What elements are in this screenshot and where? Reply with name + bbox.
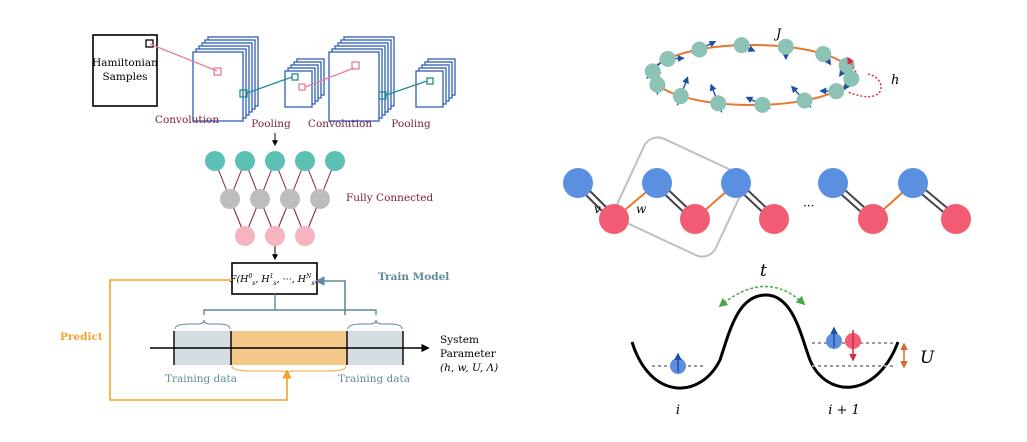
- fc-node-hidden: [220, 189, 240, 209]
- layer-label-convolution-2: Convolution: [308, 118, 372, 130]
- train-model-arrow: [315, 276, 346, 315]
- fc-node-output: [235, 226, 255, 246]
- predict-arrow: [109, 279, 292, 401]
- spin-site: [710, 95, 727, 112]
- field-loop: [847, 73, 882, 98]
- interaction-label: U: [920, 348, 935, 368]
- training-brace-left: [174, 319, 231, 330]
- site-b: [759, 204, 789, 234]
- input-window-square: [145, 39, 154, 48]
- spin-site: [691, 41, 708, 58]
- fc-node-input: [265, 151, 285, 171]
- field-label: h: [891, 73, 899, 88]
- conv2-pool-window: [378, 91, 387, 100]
- double-well-diagram: t U i i + 1: [630, 261, 935, 418]
- pool1-window: [291, 73, 299, 81]
- predict-label: Predict: [60, 331, 103, 343]
- training-brace-right: [347, 319, 403, 330]
- site-i1-label: i + 1: [828, 403, 860, 418]
- site-b: [858, 204, 888, 234]
- layer-label-pooling-1: Pooling: [251, 118, 291, 130]
- site-a: [818, 168, 848, 198]
- fc-node-input: [235, 151, 255, 171]
- fc-node-input: [205, 151, 225, 171]
- spin-site: [733, 37, 750, 54]
- spin-site: [644, 63, 661, 80]
- spin-site: [843, 70, 860, 87]
- chain-ellipsis: ···: [803, 199, 814, 213]
- site-i-label: i: [676, 403, 680, 418]
- conv2-window: [351, 61, 360, 70]
- spin-site: [672, 88, 689, 105]
- site-a: [721, 168, 751, 198]
- field-x-arrow: [847, 56, 857, 73]
- hopping-arrow: [718, 285, 806, 308]
- pool-stack-1: [284, 58, 325, 108]
- pool2-connector: [385, 80, 428, 96]
- pool2-window: [426, 77, 434, 85]
- v-label: v: [594, 202, 601, 216]
- input-label-line2: Samples: [102, 71, 147, 83]
- spin-site: [649, 76, 666, 93]
- fc-node-input: [325, 151, 345, 171]
- conv2-connector: [304, 67, 355, 88]
- training-bracket: [203, 309, 377, 315]
- conv1-connector: [149, 43, 218, 72]
- w-label: w: [636, 202, 647, 216]
- param-label-line3: (h, w, U, Λ): [440, 362, 498, 374]
- potential-curve: [630, 293, 900, 390]
- param-label-line1: System: [440, 334, 479, 346]
- ring-spins: [644, 37, 860, 113]
- train-model-label: Train Model: [378, 271, 449, 283]
- predict-brace: [231, 365, 347, 376]
- site-b: [941, 204, 971, 234]
- conv-stack-1: [192, 36, 259, 122]
- fc-node-output: [295, 226, 315, 246]
- training-data-left-label: Training data: [165, 373, 237, 385]
- spin-site: [838, 57, 855, 74]
- site-a: [642, 168, 672, 198]
- training-data-right-label: Training data: [338, 373, 410, 385]
- spin-site: [815, 45, 832, 62]
- fc-node-hidden: [310, 189, 330, 209]
- training-diagram: F(H0s, H1s, ···, HNs) Train Model Predic…: [60, 262, 498, 401]
- spin-site: [754, 96, 771, 113]
- input-label-line1: Hamiltonian: [92, 57, 158, 69]
- param-label-line2: Parameter: [440, 348, 497, 360]
- fc-label: Fully Connected: [346, 192, 433, 204]
- ssh-chain-diagram: v w ···: [563, 136, 971, 258]
- site-b: [680, 204, 710, 234]
- chain-nodes: [563, 168, 971, 234]
- site-a: [898, 168, 928, 198]
- spin-site: [659, 50, 676, 67]
- spin-site: [777, 38, 794, 55]
- cnn-diagram: Hamiltonian Samples: [92, 34, 456, 261]
- fc-nodes: [205, 151, 345, 246]
- pool-stack-2: [415, 58, 456, 108]
- fc-node-input: [295, 151, 315, 171]
- spin-ring-diagram: J h: [644, 27, 899, 113]
- fc-node-hidden: [280, 189, 300, 209]
- spin-site: [828, 83, 845, 100]
- coupling-label: J: [773, 27, 782, 42]
- hop-label: t: [760, 261, 767, 281]
- fc-node-hidden: [250, 189, 270, 209]
- layer-label-convolution-1: Convolution: [155, 114, 219, 126]
- site-b: [599, 204, 629, 234]
- conv1-window: [213, 67, 222, 76]
- fc-node-output: [265, 226, 285, 246]
- layer-label-pooling-2: Pooling: [391, 118, 431, 130]
- conv-stack-2: [328, 36, 395, 122]
- site-a: [563, 168, 593, 198]
- unit-cell-box: [615, 136, 745, 258]
- pool1-connector: [246, 76, 293, 94]
- spin-site: [796, 92, 813, 109]
- conv1-pool-window: [239, 89, 248, 98]
